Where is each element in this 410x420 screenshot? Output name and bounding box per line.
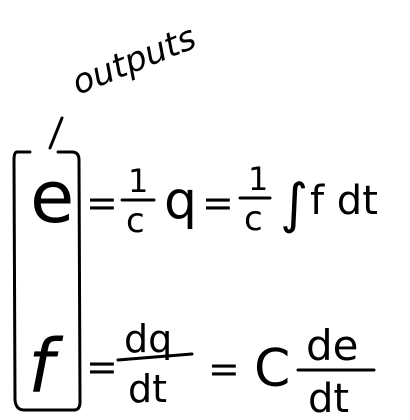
- integrand-f-dt: f dt: [310, 178, 378, 224]
- fraction-4-numerator: de: [306, 321, 359, 370]
- fraction-3-bar: [116, 352, 194, 362]
- fraction-2-numerator: 1: [248, 160, 268, 198]
- fraction-1-numerator: 1: [128, 162, 148, 200]
- integral-sign: ∫: [280, 172, 308, 235]
- equals-sign-4: =: [208, 347, 240, 391]
- capacitance-c-symbol: C: [254, 339, 290, 399]
- fraction-4-denominator: dt: [308, 376, 349, 420]
- outputs-pointer-line: [48, 116, 64, 150]
- equals-sign-2: =: [202, 181, 234, 225]
- outputs-label: outputs: [66, 18, 201, 104]
- equals-sign-1: =: [86, 181, 118, 225]
- charge-q-symbol: q: [164, 171, 197, 231]
- fraction-1-denominator: c: [126, 201, 145, 241]
- fraction-3-denominator: dt: [128, 367, 167, 411]
- equals-sign-3: =: [86, 345, 118, 389]
- output-f-symbol: f: [28, 324, 64, 410]
- output-e-symbol: e: [30, 155, 74, 239]
- fraction-2-denominator: c: [244, 199, 263, 239]
- fraction-3-numerator: dq: [124, 317, 172, 361]
- outputs-box: [12, 150, 82, 412]
